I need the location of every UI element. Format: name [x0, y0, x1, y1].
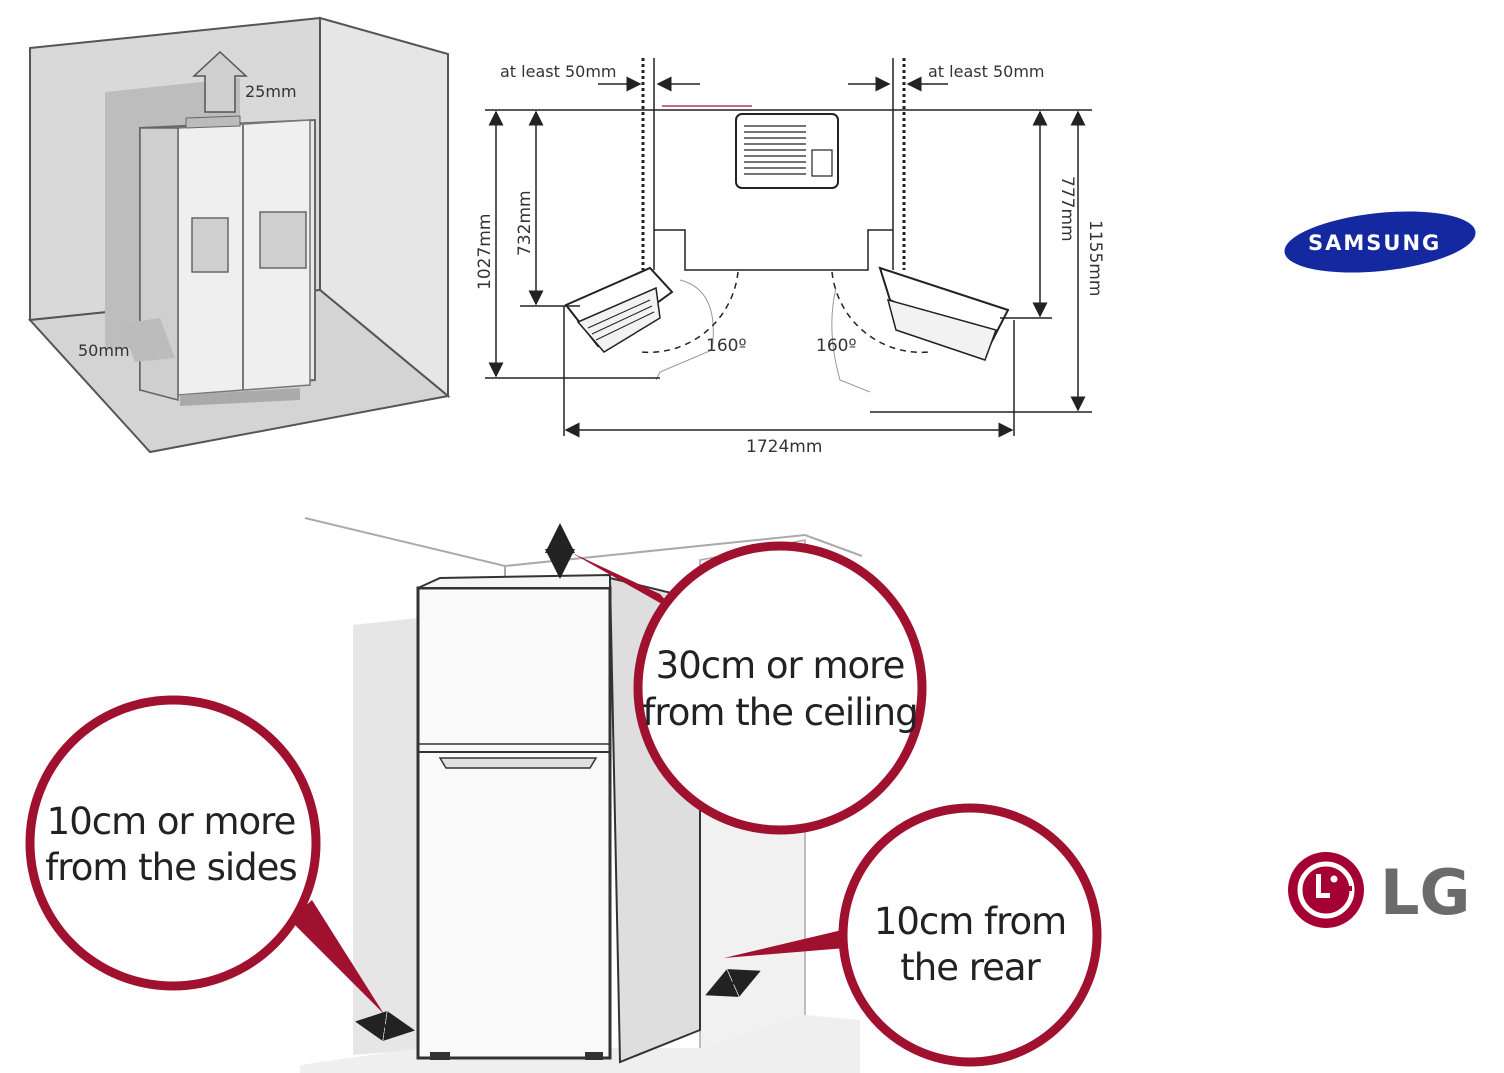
ceiling-text-line2: from the ceiling — [642, 691, 917, 734]
lg-logo-text: LG — [1380, 856, 1470, 929]
samsung-logo-text: SAMSUNG — [1308, 231, 1441, 255]
samsung-plan-diagram — [485, 58, 1092, 438]
right-gap-label: at least 50mm — [928, 62, 1044, 81]
samsung-logo: SAMSUNG — [1284, 211, 1476, 273]
rear-text-line2: the rear — [900, 946, 1041, 989]
samsung-room-illustration: 25mm 50mm — [27, 16, 451, 454]
height-777-label: 777mm — [1057, 176, 1077, 242]
sides-text-line2: from the sides — [45, 846, 296, 889]
samsung-plan-labels: at least 50mm at least 50mm 1027mm 732mm… — [475, 62, 1105, 457]
width-1724-label: 1724mm — [746, 437, 822, 457]
angle-right-label: 160º — [816, 336, 856, 356]
angle-left-label: 160º — [706, 336, 746, 356]
lg-logo: LG — [1288, 852, 1470, 929]
rear-text-line1: 10cm from — [874, 900, 1066, 943]
rear-callout: 10cm from the rear — [724, 803, 1102, 1067]
sides-callout: 10cm or more from the sides — [25, 695, 384, 1014]
height-1027-label: 1027mm — [475, 214, 495, 290]
height-1155-label: 1155mm — [1085, 220, 1105, 296]
height-732-label: 732mm — [515, 190, 535, 256]
top-clearance-label: 25mm — [245, 82, 297, 101]
left-gap-label: at least 50mm — [500, 62, 616, 81]
sides-text-line1: 10cm or more — [47, 800, 296, 843]
ceiling-callout: 30cm or more from the ceiling — [570, 541, 927, 835]
ceiling-text-line1: 30cm or more — [656, 644, 905, 687]
side-clearance-label: 50mm — [78, 341, 130, 360]
